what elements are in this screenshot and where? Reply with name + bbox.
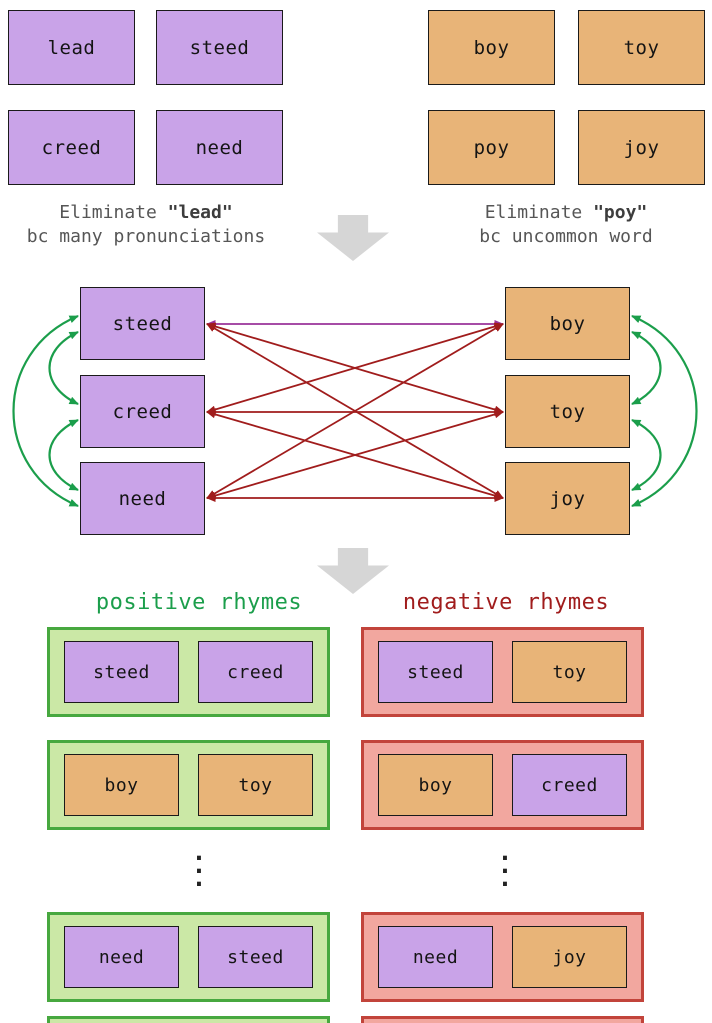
caption-line-1: Eliminate "poy" <box>420 201 712 225</box>
dot: . <box>497 864 513 892</box>
word-box: boy <box>64 754 179 816</box>
positive-pair-row: need steed <box>47 912 330 1002</box>
positive-pair-row: boy toy <box>47 740 330 830</box>
word-box: creed <box>512 754 627 816</box>
caption-emphasis: "lead" <box>167 202 233 223</box>
dot: . <box>497 838 513 866</box>
left-elimination-caption: Eliminate "lead" bc many pronunciations <box>0 201 292 249</box>
edge-creed-boy <box>206 322 504 414</box>
word-box-boy: boy <box>505 287 630 360</box>
word-box: toy <box>512 641 627 703</box>
word-box: steed <box>64 641 179 703</box>
word-box-lead: lead <box>8 10 135 85</box>
word-box-creed: creed <box>8 110 135 185</box>
edge-boy-joy <box>631 314 698 508</box>
positive-rhymes-title: positive rhymes <box>95 590 303 615</box>
negative-pair-row: steed toy <box>361 627 644 717</box>
dot: . <box>191 851 207 879</box>
word-box-steed: steed <box>156 10 283 85</box>
positive-more-indicator: . . . <box>187 838 211 892</box>
positive-pair-row: steed creed <box>47 627 330 717</box>
caption-reason: bc many pronunciations <box>26 226 266 247</box>
word-box-creed: creed <box>80 375 205 448</box>
dot: . <box>497 851 513 879</box>
dot: . <box>191 864 207 892</box>
word-box-toy: toy <box>578 10 705 85</box>
word-box-toy: toy <box>505 375 630 448</box>
caption-prefix: Eliminate <box>484 202 594 223</box>
caption-prefix: Eliminate <box>59 202 168 223</box>
edge-creed-need <box>48 419 79 491</box>
edge-steed-need <box>12 314 79 508</box>
edge-need-toy <box>206 410 504 500</box>
down-arrow-icon <box>317 548 389 594</box>
word-box: creed <box>198 641 313 703</box>
word-box-poy: poy <box>428 110 555 185</box>
word-box: boy <box>378 754 493 816</box>
word-box-boy: boy <box>428 10 555 85</box>
right-elimination-caption: Eliminate "poy" bc uncommon word <box>420 201 712 249</box>
word-box: steed <box>198 926 313 988</box>
edge-creed-joy <box>206 410 504 500</box>
word-box: steed <box>378 641 493 703</box>
word-box: need <box>378 926 493 988</box>
negative-pair-row: need joy <box>361 912 644 1002</box>
caption-emphasis: "poy" <box>593 202 648 223</box>
edge-steed-toy <box>206 322 504 414</box>
word-box: toy <box>198 754 313 816</box>
word-box-joy: joy <box>578 110 705 185</box>
edge-steed-creed <box>48 331 79 405</box>
word-box-steed: steed <box>80 287 205 360</box>
edge-steed-joy <box>206 323 504 499</box>
word-box: need <box>64 926 179 988</box>
word-box-need: need <box>156 110 283 185</box>
caption-line-1: Eliminate "lead" <box>0 201 292 225</box>
negative-rhymes-title: negative rhymes <box>402 590 610 615</box>
negative-pair-row-partial <box>361 1016 644 1023</box>
word-box: joy <box>512 926 627 988</box>
negative-pair-row: boy creed <box>361 740 644 830</box>
positive-pair-row-partial <box>47 1016 330 1023</box>
edge-boy-toy <box>631 331 662 405</box>
dot: . <box>191 838 207 866</box>
negative-more-indicator: . . . <box>493 838 517 892</box>
word-box-need: need <box>80 462 205 535</box>
edge-toy-joy <box>631 419 662 491</box>
word-box-joy: joy <box>505 462 630 535</box>
caption-reason: bc uncommon word <box>479 226 653 247</box>
edge-need-boy <box>206 323 504 499</box>
down-arrow-icon <box>317 215 389 261</box>
